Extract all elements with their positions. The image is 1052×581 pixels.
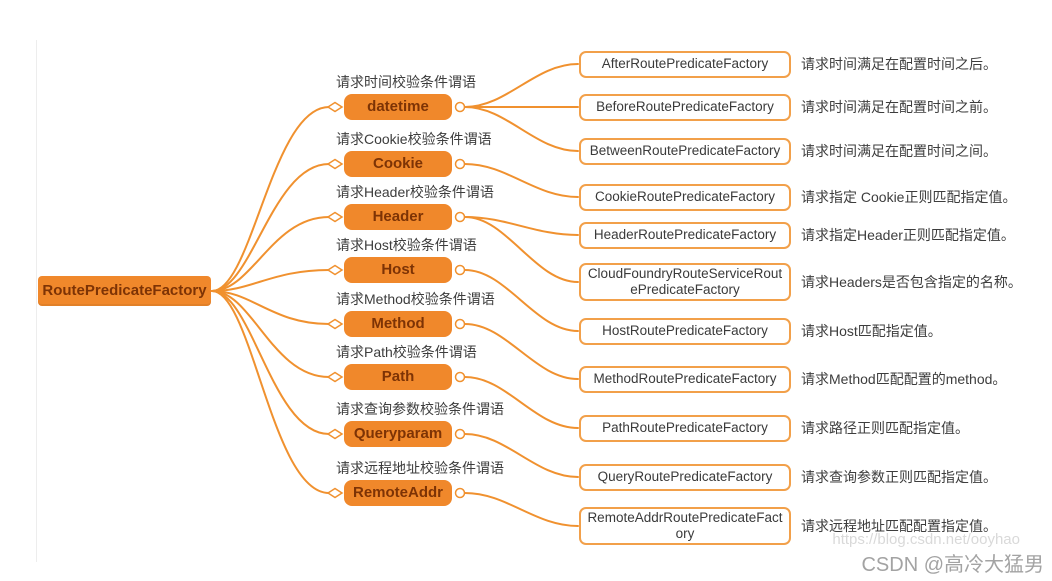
- link-header-to-cloudfoundryrouteserviceroutepredicatefactory: [464, 216, 579, 283]
- leaf-node-headerroutepredicatefactory[interactable]: HeaderRoutePredicateFactory: [579, 221, 791, 249]
- canvas-left-border: [36, 40, 37, 562]
- branch-annotation-method: 请求Method校验条件谓语: [336, 291, 495, 307]
- link-root-to-datetime: [211, 106, 330, 292]
- link-datetime-to-afterroutepredicatefactory: [464, 63, 579, 108]
- expand-circle-remoteaddr[interactable]: [454, 487, 466, 499]
- link-method-to-methodroutepredicatefactory: [464, 323, 579, 380]
- leaf-node-hostroutepredicatefactory[interactable]: HostRoutePredicateFactory: [579, 317, 791, 345]
- leaf-node-remoteaddrroutepredicatefactory[interactable]: RemoteAddrRoutePredicateFactory: [579, 507, 791, 545]
- link-root-to-host: [211, 269, 330, 292]
- link-datetime-to-betweenroutepredicatefactory: [464, 106, 579, 152]
- expand-circle-path[interactable]: [454, 371, 466, 383]
- branch-node-header[interactable]: Header: [344, 204, 452, 230]
- expand-circle-queryparam[interactable]: [454, 428, 466, 440]
- collapse-diamond-queryparam[interactable]: [326, 428, 344, 440]
- leaf-node-pathroutepredicatefactory[interactable]: PathRoutePredicateFactory: [579, 414, 791, 442]
- link-root-to-cookie: [211, 163, 330, 292]
- leaf-node-afterroutepredicatefactory[interactable]: AfterRoutePredicateFactory: [579, 50, 791, 78]
- leaf-desc-methodroutepredicatefactory: 请求Method匹配配置的method。: [801, 371, 1007, 387]
- branch-node-path[interactable]: Path: [344, 364, 452, 390]
- leaf-node-queryroutepredicatefactory[interactable]: QueryRoutePredicateFactory: [579, 463, 791, 491]
- leaf-desc-beforeroutepredicatefactory: 请求时间满足在配置时间之前。: [801, 99, 997, 115]
- branch-annotation-remoteaddr: 请求远程地址校验条件谓语: [336, 460, 504, 476]
- link-root-to-path: [211, 290, 330, 378]
- branch-node-remoteaddr[interactable]: RemoteAddr: [344, 480, 452, 506]
- expand-circle-cookie[interactable]: [454, 158, 466, 170]
- leaf-desc-cookieroutepredicatefactory: 请求指定 Cookie正则匹配指定值。: [801, 189, 1017, 205]
- leaf-desc-hostroutepredicatefactory: 请求Host匹配指定值。: [801, 323, 942, 339]
- collapse-diamond-remoteaddr[interactable]: [326, 487, 344, 499]
- collapse-diamond-datetime[interactable]: [326, 101, 344, 113]
- branch-node-datetime[interactable]: datetime: [344, 94, 452, 120]
- collapse-diamond-method[interactable]: [326, 318, 344, 330]
- leaf-desc-headerroutepredicatefactory: 请求指定Header正则匹配指定值。: [801, 227, 1015, 243]
- branch-annotation-datetime: 请求时间校验条件谓语: [336, 74, 476, 90]
- expand-circle-datetime[interactable]: [454, 101, 466, 113]
- link-root-to-header: [211, 216, 330, 292]
- watermark-url: https://blog.csdn.net/ooyhao: [832, 531, 1020, 548]
- branch-node-method[interactable]: Method: [344, 311, 452, 337]
- link-remoteaddr-to-remoteaddrroutepredicatefactory: [464, 492, 579, 527]
- link-root-to-method: [211, 290, 330, 325]
- expand-circle-header[interactable]: [454, 211, 466, 223]
- watermark-credit: CSDN @高冷大猛男: [861, 554, 1044, 576]
- leaf-desc-queryroutepredicatefactory: 请求查询参数正则匹配指定值。: [801, 469, 997, 485]
- branch-annotation-queryparam: 请求查询参数校验条件谓语: [336, 401, 504, 417]
- link-path-to-pathroutepredicatefactory: [464, 376, 579, 429]
- branch-annotation-cookie: 请求Cookie校验条件谓语: [336, 131, 492, 147]
- branch-annotation-header: 请求Header校验条件谓语: [336, 184, 494, 200]
- leaf-node-methodroutepredicatefactory[interactable]: MethodRoutePredicateFactory: [579, 365, 791, 393]
- collapse-diamond-path[interactable]: [326, 371, 344, 383]
- leaf-desc-pathroutepredicatefactory: 请求路径正则匹配指定值。: [801, 420, 969, 436]
- collapse-diamond-header[interactable]: [326, 211, 344, 223]
- expand-circle-method[interactable]: [454, 318, 466, 330]
- link-host-to-hostroutepredicatefactory: [464, 269, 579, 332]
- leaf-desc-betweenroutepredicatefactory: 请求时间满足在配置时间之间。: [801, 143, 997, 159]
- branch-annotation-path: 请求Path校验条件谓语: [336, 344, 477, 360]
- link-cookie-to-cookieroutepredicatefactory: [464, 163, 579, 198]
- leaf-desc-afterroutepredicatefactory: 请求时间满足在配置时间之后。: [801, 56, 997, 72]
- leaf-node-cookieroutepredicatefactory[interactable]: CookieRoutePredicateFactory: [579, 183, 791, 211]
- branch-node-cookie[interactable]: Cookie: [344, 151, 452, 177]
- link-queryparam-to-queryroutepredicatefactory: [464, 433, 579, 478]
- link-root-to-remoteaddr: [211, 290, 330, 494]
- branch-annotation-host: 请求Host校验条件谓语: [336, 237, 477, 253]
- leaf-desc-cloudfoundryrouteserviceroutepredicatefactory: 请求Headers是否包含指定的名称。: [801, 274, 1022, 290]
- branch-node-host[interactable]: Host: [344, 257, 452, 283]
- branch-node-queryparam[interactable]: Queryparam: [344, 421, 452, 447]
- collapse-diamond-cookie[interactable]: [326, 158, 344, 170]
- leaf-node-cloudfoundryrouteserviceroutepredicatefactory[interactable]: CloudFoundryRouteServiceRoutePredicateFa…: [579, 263, 791, 301]
- link-root-to-queryparam: [211, 290, 330, 435]
- leaf-desc-remoteaddrroutepredicatefactory: 请求远程地址匹配配置指定值。: [801, 518, 997, 534]
- link-header-to-headerroutepredicatefactory: [464, 216, 579, 236]
- root-node[interactable]: RoutePredicateFactory: [38, 276, 211, 306]
- collapse-diamond-host[interactable]: [326, 264, 344, 276]
- leaf-node-betweenroutepredicatefactory[interactable]: BetweenRoutePredicateFactory: [579, 137, 791, 165]
- leaf-node-beforeroutepredicatefactory[interactable]: BeforeRoutePredicateFactory: [579, 93, 791, 121]
- expand-circle-host[interactable]: [454, 264, 466, 276]
